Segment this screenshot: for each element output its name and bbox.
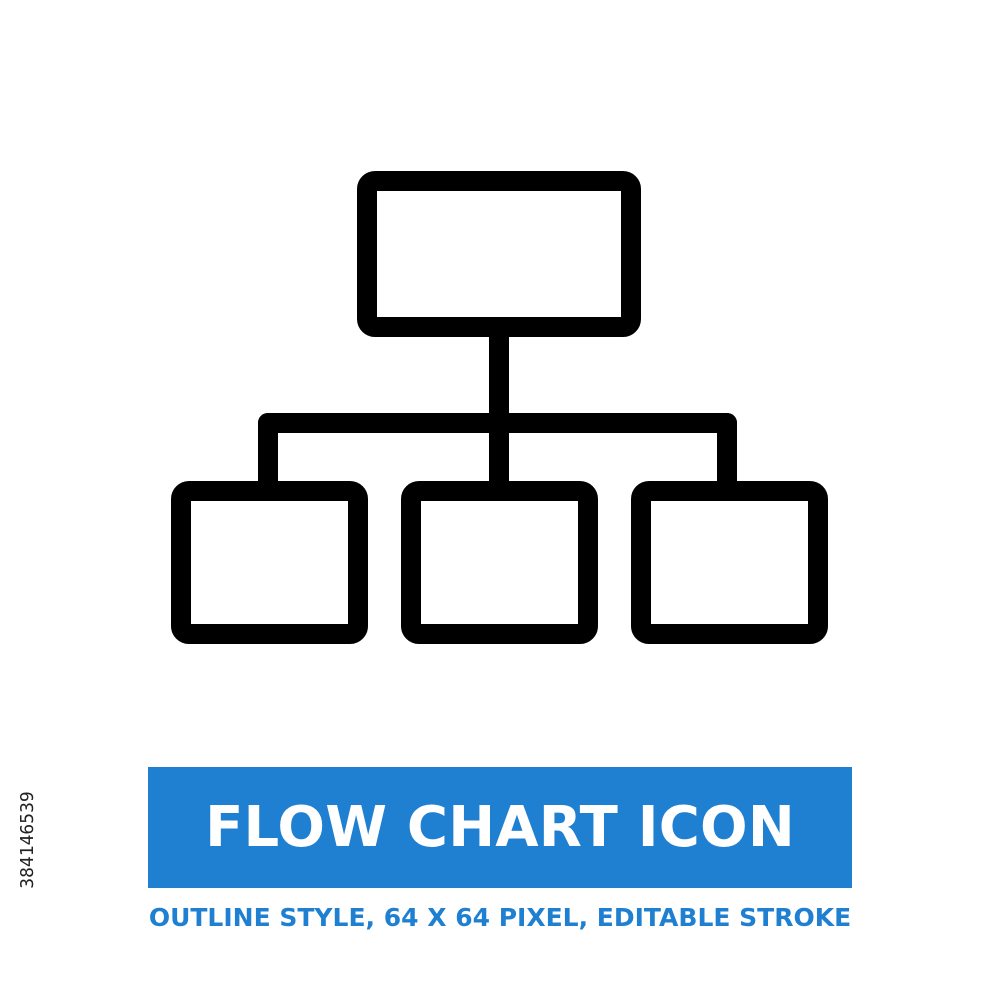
middle-node-box [401,481,598,644]
title-banner: FLOW CHART ICON [148,767,852,888]
left-node-box [171,481,368,644]
side-image-id: 384146539 [16,791,38,889]
subtitle-text: OUTLINE STYLE, 64 X 64 PIXEL, EDITABLE S… [148,903,852,932]
top-node-box [357,171,641,337]
title-text: FLOW CHART ICON [205,794,795,860]
flow-chart-outline [171,171,828,644]
right-node-box [631,481,828,644]
